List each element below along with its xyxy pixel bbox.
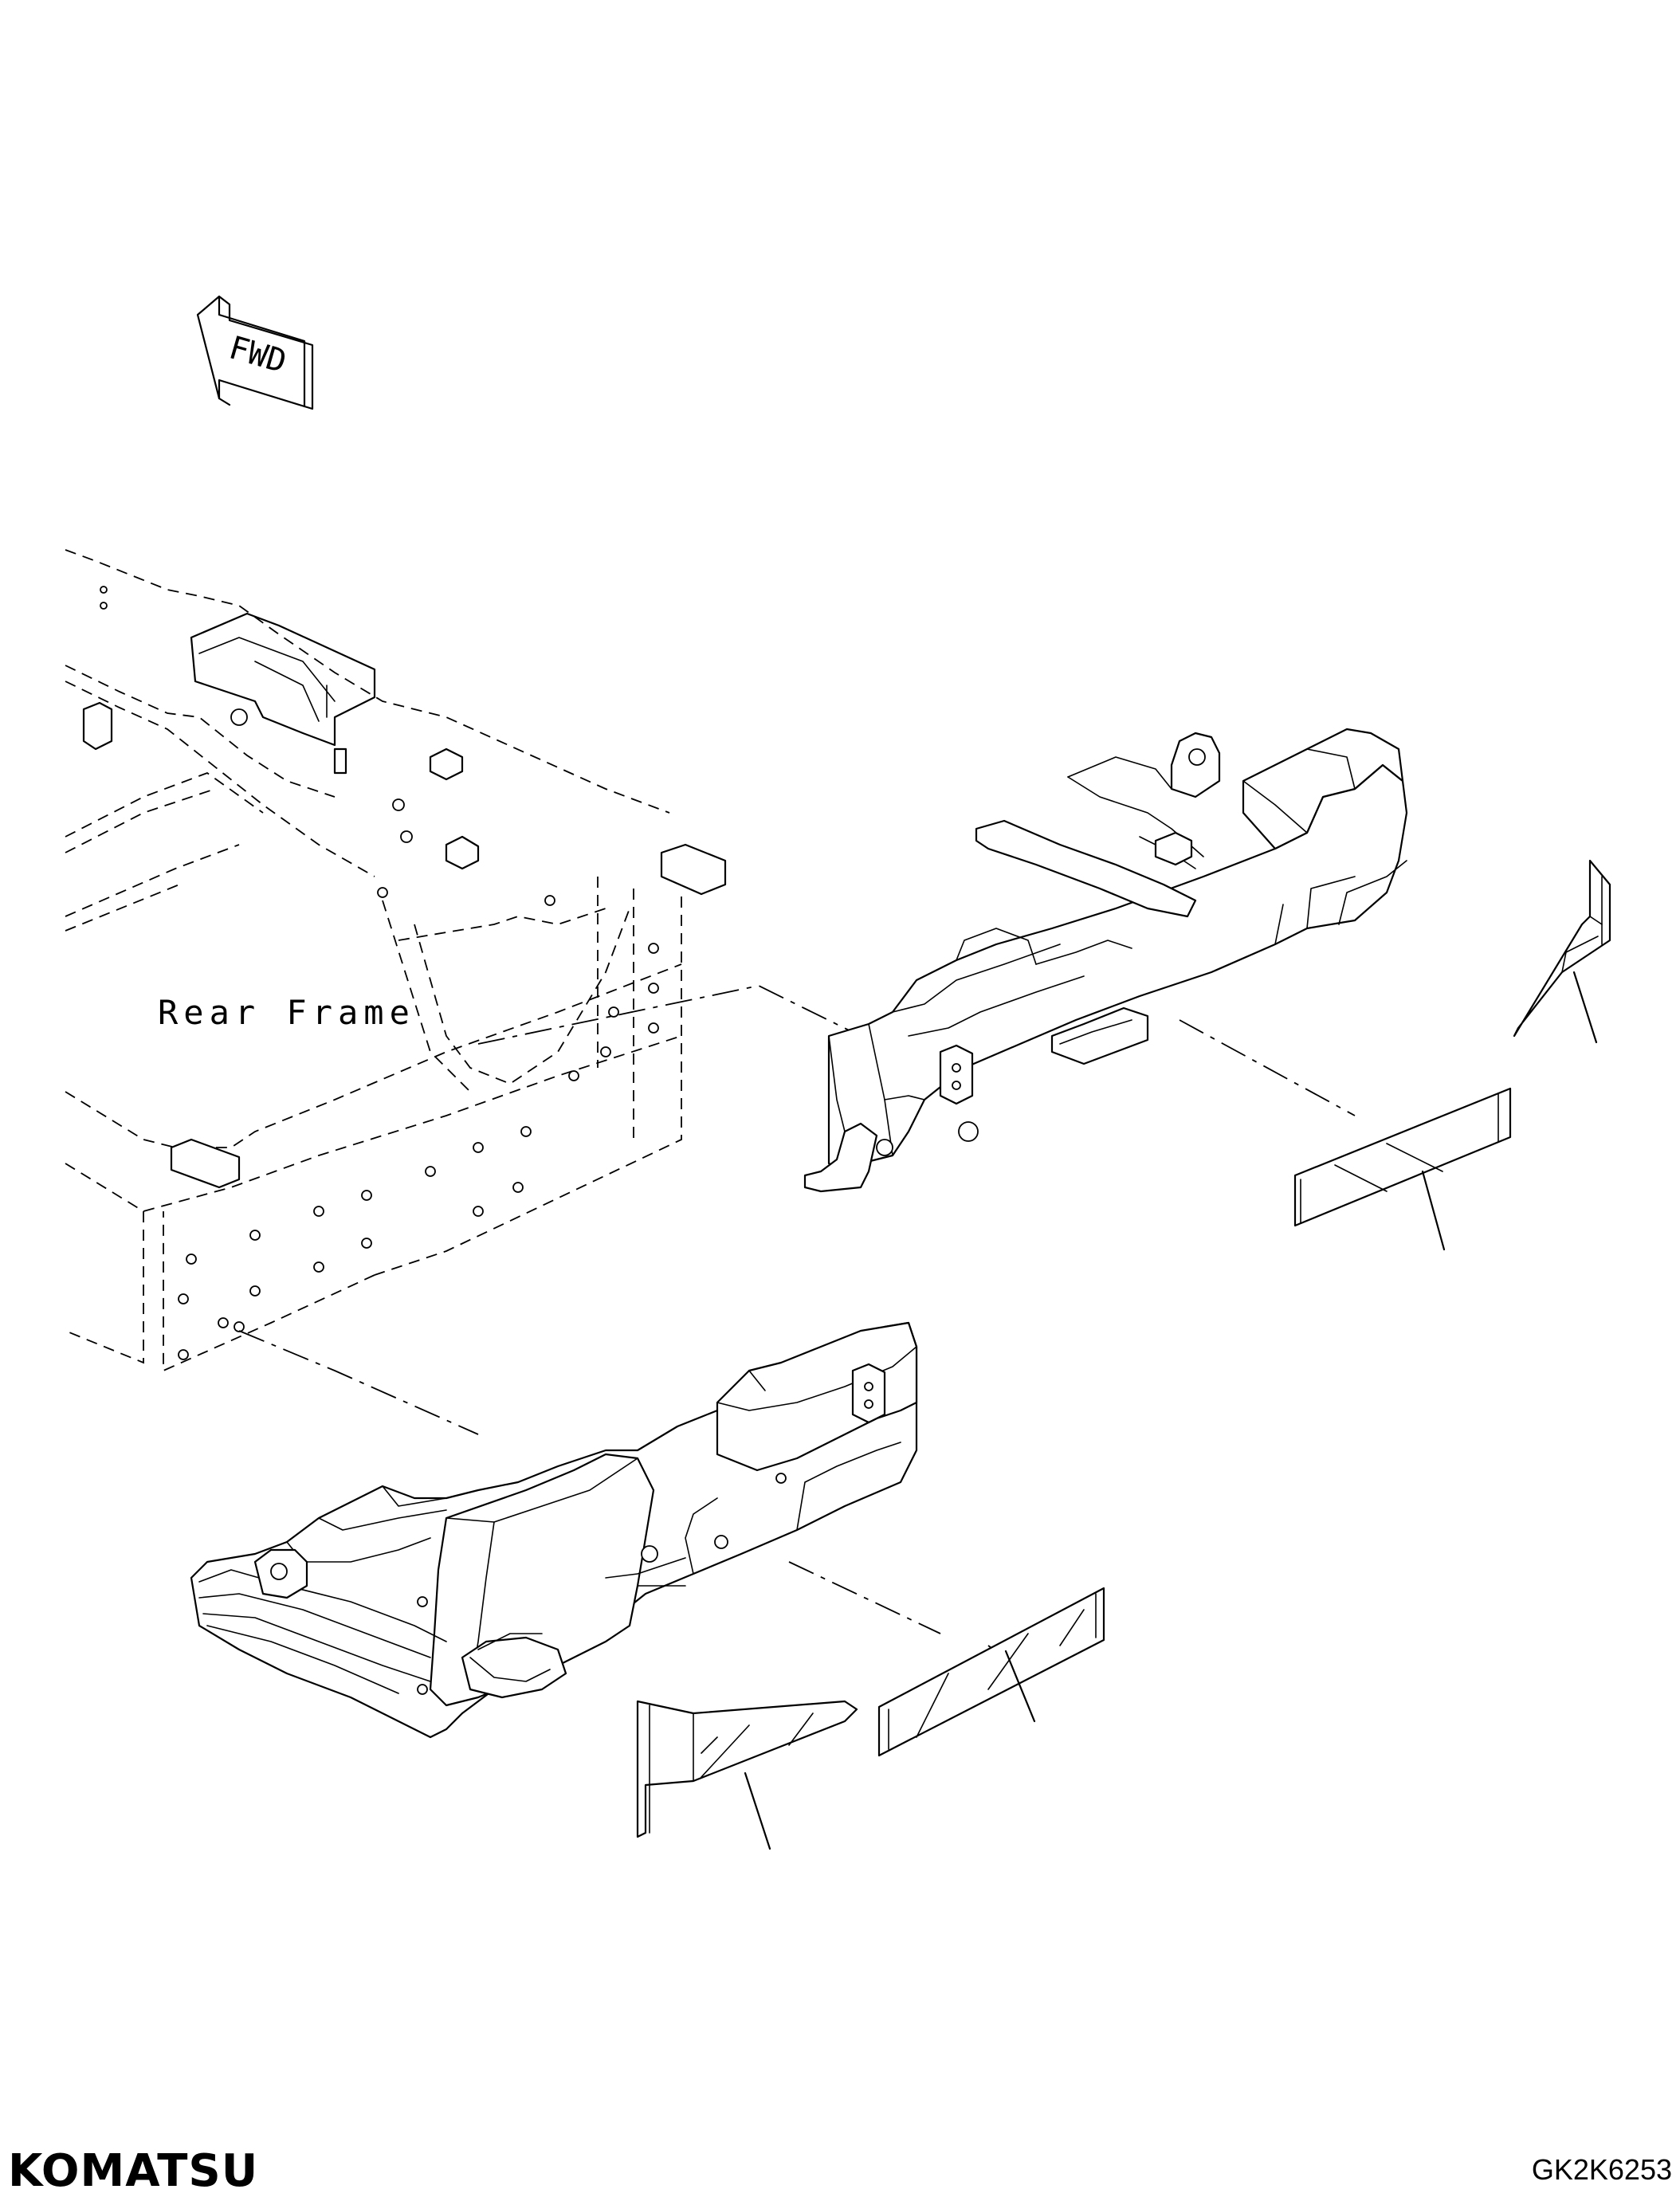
rear-frame: Rear Frame	[65, 549, 727, 1372]
upper-guard-assembly	[803, 728, 1408, 1193]
forward-arrow-icon: FWD	[196, 295, 314, 410]
decal-upper-right-long	[1293, 1087, 1512, 1251]
lower-guard-assembly	[190, 1321, 918, 1739]
rear-frame-label: Rear Frame	[158, 993, 415, 1032]
decal-lower-right	[877, 1587, 1105, 1757]
komatsu-logo: KOMATSU	[8, 2145, 258, 2197]
decal-upper-right-small	[1513, 859, 1611, 1044]
decal-lower-left	[636, 1700, 858, 1850]
frame-holes	[100, 586, 659, 1360]
drawing-code: GK2K6253	[1532, 2153, 1672, 2186]
